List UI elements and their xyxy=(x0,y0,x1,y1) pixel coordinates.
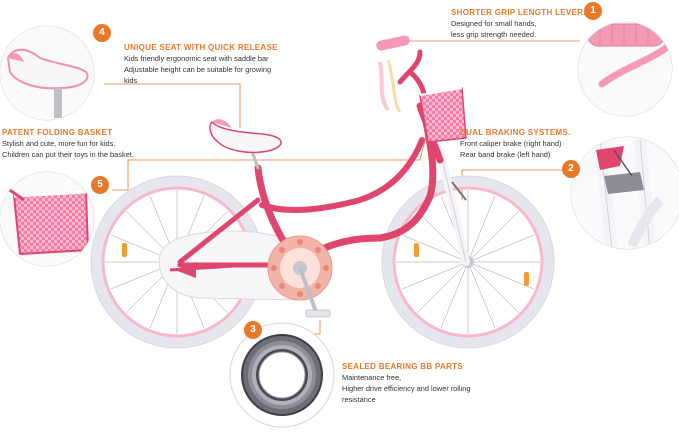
badge-2: 2 xyxy=(562,160,580,178)
feature-4-line-2: Adjustable height can be suitable for gr… xyxy=(124,65,272,74)
feature-2-title: DUAL BRAKING SYSTEMS. xyxy=(460,128,571,137)
feature-5-line-2: Children can put their toys in the baske… xyxy=(2,150,134,159)
handlebar xyxy=(376,35,428,115)
callout-brake xyxy=(570,136,679,250)
badge-1: 1 xyxy=(584,2,602,20)
feature-5-line-1: Stylish and cute, more fun for kids. xyxy=(2,139,116,148)
feature-3-title: SEALED BEARING BB PARTS xyxy=(342,362,463,371)
feature-3-line-2: Higher drive efficiency and lower rollin… xyxy=(342,384,471,393)
callout-grip xyxy=(577,21,673,117)
feature-5-title: PATENT FOLDING BASKET xyxy=(2,128,113,137)
feature-1-line-1: Designed for small hands, xyxy=(451,19,537,28)
callout-seat xyxy=(0,25,95,121)
feature-1-line-2: less grip strength needed. xyxy=(451,30,537,39)
leader-line-5 xyxy=(112,111,433,191)
feature-4-title: UNIQUE SEAT WITH QUICK RELEASE xyxy=(124,43,278,52)
callout-bearing xyxy=(229,322,335,428)
badge-3: 3 xyxy=(244,321,262,339)
chainring xyxy=(267,235,333,318)
feature-4-line-1: Kids friendly ergonomic seat with saddle… xyxy=(124,54,269,63)
feature-4-line-3: kids xyxy=(124,76,138,85)
badge-5: 5 xyxy=(91,176,109,194)
leader-line-4 xyxy=(104,83,241,128)
feature-1-title: SHORTER GRIP LENGTH LEVER. xyxy=(451,8,586,17)
feature-2-line-2: Rear band brake (left hand) xyxy=(460,150,551,159)
callout-basket xyxy=(0,171,95,267)
badge-4: 4 xyxy=(93,24,111,42)
caliper-brake xyxy=(451,181,467,201)
leader-line-2 xyxy=(461,169,570,200)
front-basket xyxy=(419,87,467,143)
bike-seat xyxy=(209,119,282,154)
feature-3-line-1: Maintenance free, xyxy=(342,373,402,382)
feature-2-line-1: Front caliper brake (right hand) xyxy=(460,139,562,148)
feature-3-line-3: resistance xyxy=(342,395,376,404)
